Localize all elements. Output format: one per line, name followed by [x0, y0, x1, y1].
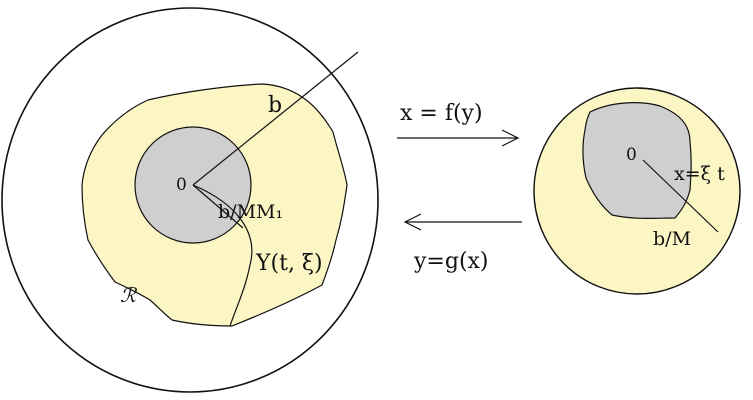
label-curve: Y(t, ξ): [255, 251, 323, 276]
label-b: b: [268, 93, 282, 118]
left-radius-inner: [192, 184, 244, 229]
label-right-segment: x=ξ t: [674, 163, 725, 185]
arrow-forward-head: [501, 129, 520, 147]
label-region: ℛ: [120, 283, 138, 307]
left-radius-b: [192, 51, 359, 186]
left-outer-circle: [1, 7, 379, 393]
arrow-backward-head: [403, 213, 422, 231]
label-backward-map: y=g(x): [413, 249, 489, 274]
label-right-origin: 0: [626, 145, 637, 165]
right-inner-disk: [582, 102, 692, 219]
label-inner-radius: b/MM₁: [218, 201, 283, 223]
label-right-radius: b/M: [653, 228, 691, 250]
right-radius-segment: [642, 159, 719, 233]
left-curve-y: [192, 184, 253, 327]
label-forward-map: x = f(y): [400, 101, 483, 126]
label-left-origin: 0: [176, 175, 187, 195]
